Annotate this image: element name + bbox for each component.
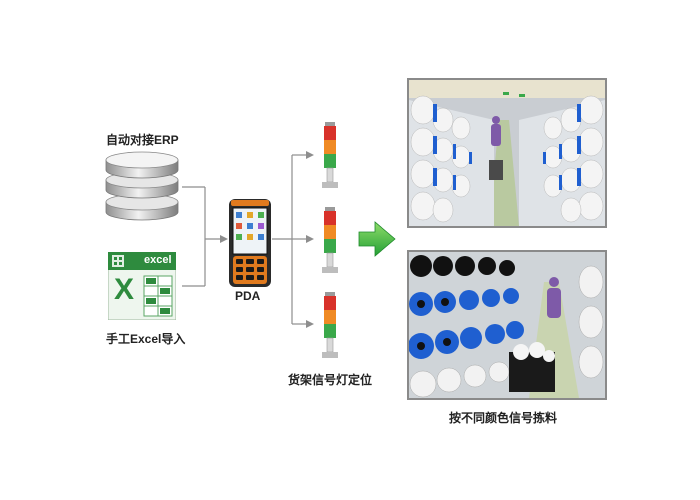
warehouse-photo-bottom — [407, 250, 607, 400]
result-label: 按不同颜色信号拣料 — [449, 411, 558, 425]
green-arrow-icon — [358, 221, 396, 257]
excel-icon: excel X — [107, 251, 177, 321]
excel-icon-letter: X — [114, 273, 135, 306]
excel-icon-text: excel — [144, 254, 172, 266]
database-icon — [105, 151, 179, 221]
pda-device — [229, 199, 271, 287]
erp-label: 自动对接ERP — [106, 133, 179, 147]
warehouse-photo-top — [407, 78, 607, 228]
excel-label: 手工Excel导入 — [106, 332, 186, 346]
pda-label: PDA — [235, 289, 261, 303]
stack-light-2 — [322, 207, 338, 273]
stack-light-1 — [322, 122, 338, 188]
signal-label: 货架信号灯定位 — [288, 373, 373, 387]
stack-light-3 — [322, 292, 338, 358]
